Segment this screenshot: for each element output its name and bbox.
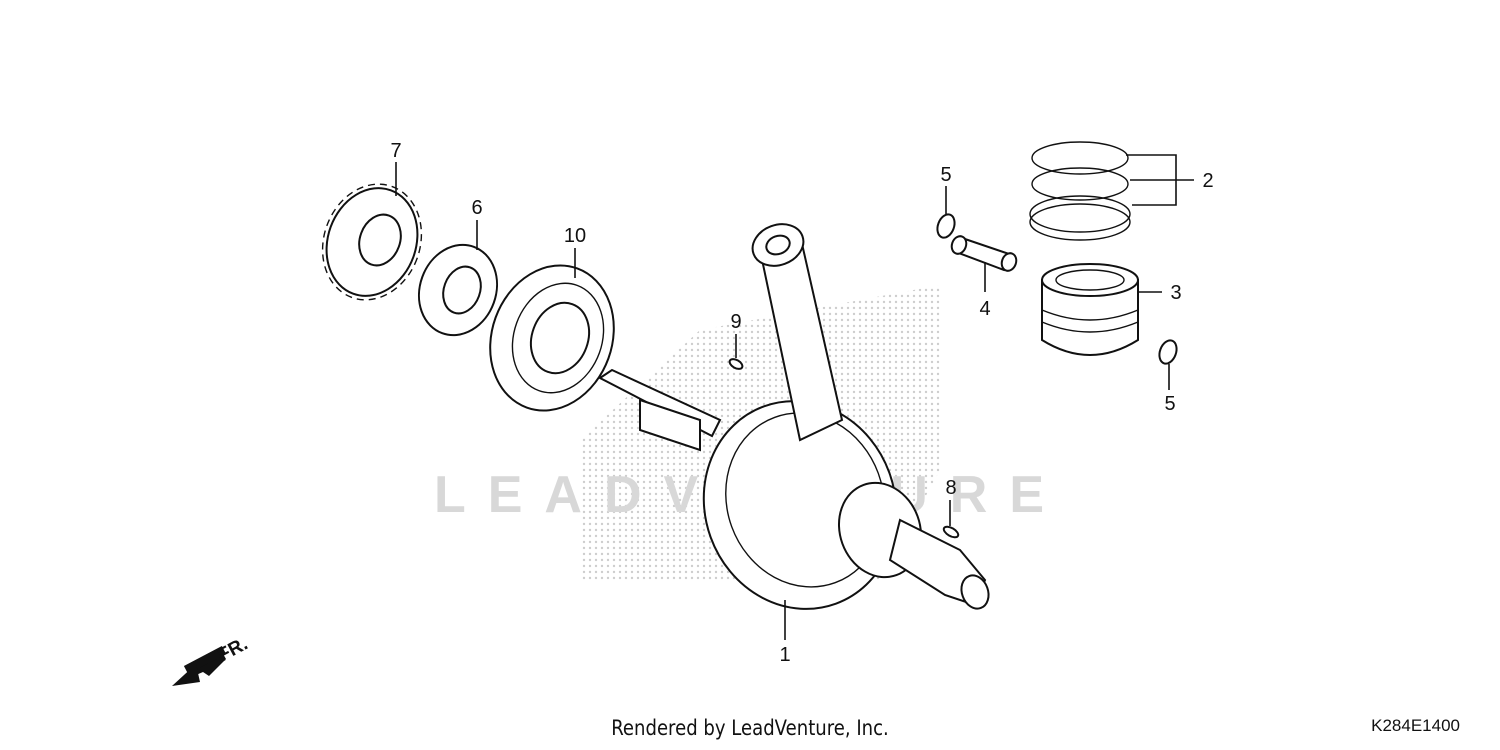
crankshaft-part-1[interactable] (598, 217, 993, 636)
collar-part-6[interactable] (407, 234, 510, 346)
piston-rings-part-2[interactable] (1029, 141, 1131, 241)
rendered-by-text: Rendered by LeadVenture, Inc. (611, 716, 889, 740)
callout-6: 6 (471, 197, 482, 219)
callout-7: 7 (390, 140, 401, 162)
clip-part-5b[interactable] (1156, 338, 1179, 366)
callout-5b: 5 (1164, 393, 1175, 415)
callout-10: 10 (564, 225, 586, 247)
key-part-8[interactable] (942, 525, 960, 540)
callout-1: 1 (779, 644, 790, 666)
callout-9: 9 (730, 311, 741, 333)
clip-part-5a[interactable] (934, 212, 957, 240)
piston-part-3[interactable] (1041, 263, 1139, 356)
front-direction-arrow-icon: FR. (172, 634, 251, 686)
bearing-part-10[interactable] (470, 248, 633, 428)
leader-lines (395, 154, 1194, 640)
callouts: 1 2 3 4 5 5 6 7 8 9 10 (390, 140, 1213, 666)
piston-pin-part-4[interactable] (949, 234, 1018, 273)
diagram-code: K284E1400 (1371, 716, 1460, 735)
callout-5a: 5 (940, 164, 951, 186)
callout-3: 3 (1170, 282, 1181, 304)
key-part-9[interactable] (728, 357, 744, 371)
gear-part-7[interactable] (307, 170, 438, 314)
callout-4: 4 (979, 298, 990, 320)
callout-8: 8 (945, 477, 956, 499)
callout-2: 2 (1202, 170, 1213, 192)
